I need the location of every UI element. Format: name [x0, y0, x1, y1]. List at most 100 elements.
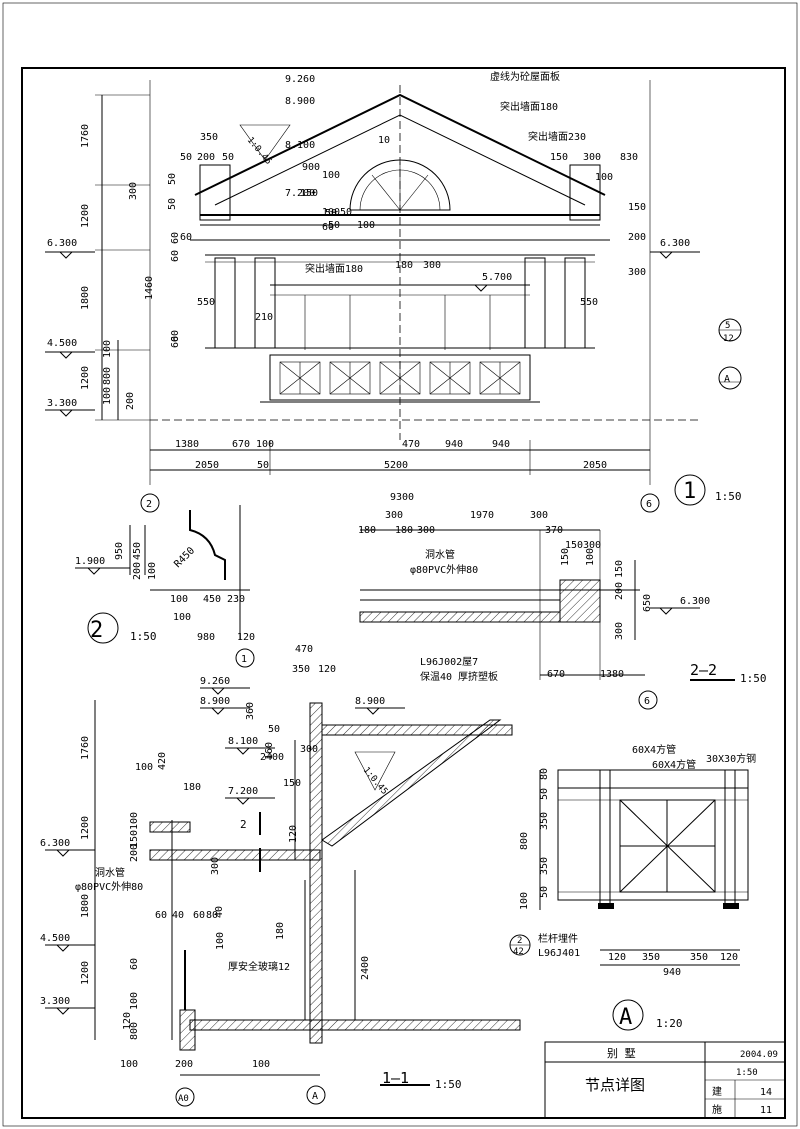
dimension-label: 120	[318, 664, 336, 675]
dimension-label: 470	[295, 644, 313, 655]
dimension-label: 1200	[80, 204, 91, 228]
dimension-label: 60	[322, 222, 334, 233]
dimension-label: 210	[255, 312, 273, 323]
title-block	[544, 1041, 786, 1119]
detail-number: 1	[683, 479, 696, 504]
dimension-label: 40	[172, 910, 184, 921]
dimension-label: 300	[628, 267, 646, 278]
dimension-label: 50	[539, 788, 550, 800]
dimension-label: 1380	[175, 439, 199, 450]
dimension-label: 300	[128, 182, 139, 200]
dimension-label: 800	[519, 832, 530, 850]
dimension-label: 60	[155, 910, 167, 921]
level-label: 6.300	[47, 238, 77, 249]
slope-label: 1:0.45	[361, 766, 390, 797]
dimension-label: 100	[173, 612, 191, 623]
note-label: 突出墙面230	[528, 130, 586, 143]
dimension-label: 670	[547, 669, 565, 680]
dimension-label: 160	[264, 742, 275, 760]
dimension-label: 200	[129, 844, 140, 862]
dimension-label: 180	[395, 525, 413, 536]
dimension-label: 200	[125, 392, 136, 410]
section-title: 2—2	[690, 661, 717, 679]
inner-border	[21, 67, 786, 1119]
dimension-label: 60	[170, 250, 181, 262]
axis-bubble-6b	[638, 690, 658, 710]
dimension-label: 100	[252, 1059, 270, 1070]
note-label: L96J401	[538, 948, 580, 959]
dimension-label: 80	[206, 910, 218, 921]
dimension-label: 50	[257, 460, 269, 471]
dimension-label: 200	[628, 232, 646, 243]
dimension-label: 50	[167, 198, 178, 210]
note-label: 栏杆埋件	[538, 932, 578, 945]
dimension-label: 10	[378, 135, 390, 146]
level-label: 4.500	[40, 933, 70, 944]
scale-label: 1:50	[715, 490, 742, 503]
level-label: 6.300	[660, 238, 690, 249]
dimension-label: 550	[580, 297, 598, 308]
axis-label: 1	[241, 654, 247, 665]
ref-label: 2	[517, 936, 522, 946]
note-label: φ80PVC外伸80	[410, 564, 478, 576]
dimension-label: 50	[222, 152, 234, 163]
note-label: 60X4方管	[632, 743, 676, 756]
note-label: 洞水管	[425, 548, 455, 561]
note-label: L96J002屋7	[420, 656, 478, 668]
dimension-label: 100	[519, 892, 530, 910]
dimension-label: R450	[172, 545, 197, 570]
dimension-label: 360	[245, 702, 256, 720]
dimension-label: 300	[530, 510, 548, 521]
dimension-label: 200	[197, 152, 215, 163]
dimension-label: 350	[292, 664, 310, 675]
dimension-label: 100	[129, 812, 140, 830]
level-label: 6.300	[40, 838, 70, 849]
dimension-label: 100	[102, 340, 113, 358]
section-2-2	[359, 529, 735, 710]
dimension-label: 50	[167, 173, 178, 185]
dimension-label: 200	[175, 1059, 193, 1070]
dimension-label: 100	[120, 1059, 138, 1070]
drawing-title: 节点详图	[585, 1076, 645, 1094]
axis-label: 6	[644, 696, 650, 707]
dimension-label: 150	[300, 188, 318, 199]
dimension-label: 800	[129, 1022, 140, 1040]
dimension-label: 150	[560, 548, 571, 566]
axis-label: A0	[178, 1094, 189, 1104]
dimension-label: 100	[147, 562, 158, 580]
dimension-label: 940	[492, 439, 510, 450]
ref-label: 42	[513, 947, 524, 957]
section-1-1	[45, 687, 521, 1107]
note-label: 30X30方钢	[706, 752, 756, 765]
construct-label: 施	[712, 1103, 722, 1116]
level-label: 9.260	[285, 74, 315, 85]
dimension-label: 300	[583, 152, 601, 163]
dimension-label: 180	[395, 260, 413, 271]
axis-bubble-6	[640, 493, 660, 513]
dimension-label: 300	[210, 857, 221, 875]
dimension-label: 100	[357, 220, 375, 231]
axis-label: 6	[646, 499, 652, 510]
dimension-label: 230	[227, 594, 245, 605]
dimension-label: 80	[539, 768, 550, 780]
dimension-label: 350	[642, 952, 660, 963]
project-name: 别 墅	[607, 1047, 636, 1060]
dimension-label: 100	[102, 387, 113, 405]
note-label: φ80PVC外伸80	[75, 881, 143, 893]
level-label: 8.900	[355, 696, 385, 707]
dimension-label: 100	[170, 594, 188, 605]
dimension-label: 100	[135, 762, 153, 773]
cut-mark: 2	[240, 818, 247, 831]
dimension-label: 420	[157, 752, 168, 770]
dimension-label: 200	[132, 562, 143, 580]
dimension-label: 350	[539, 857, 550, 875]
dimension-label: 9300	[390, 492, 414, 503]
level-label: 8.900	[285, 96, 315, 107]
detail-bubble-1	[674, 474, 706, 506]
slope-label: 1:0.45	[245, 136, 274, 167]
note-label: 突出墙面180	[500, 100, 558, 113]
detail-a-railing	[509, 769, 749, 1031]
date-label: 2004.09	[740, 1050, 778, 1060]
level-label: 4.500	[47, 338, 77, 349]
dimension-label: 300	[417, 525, 435, 536]
